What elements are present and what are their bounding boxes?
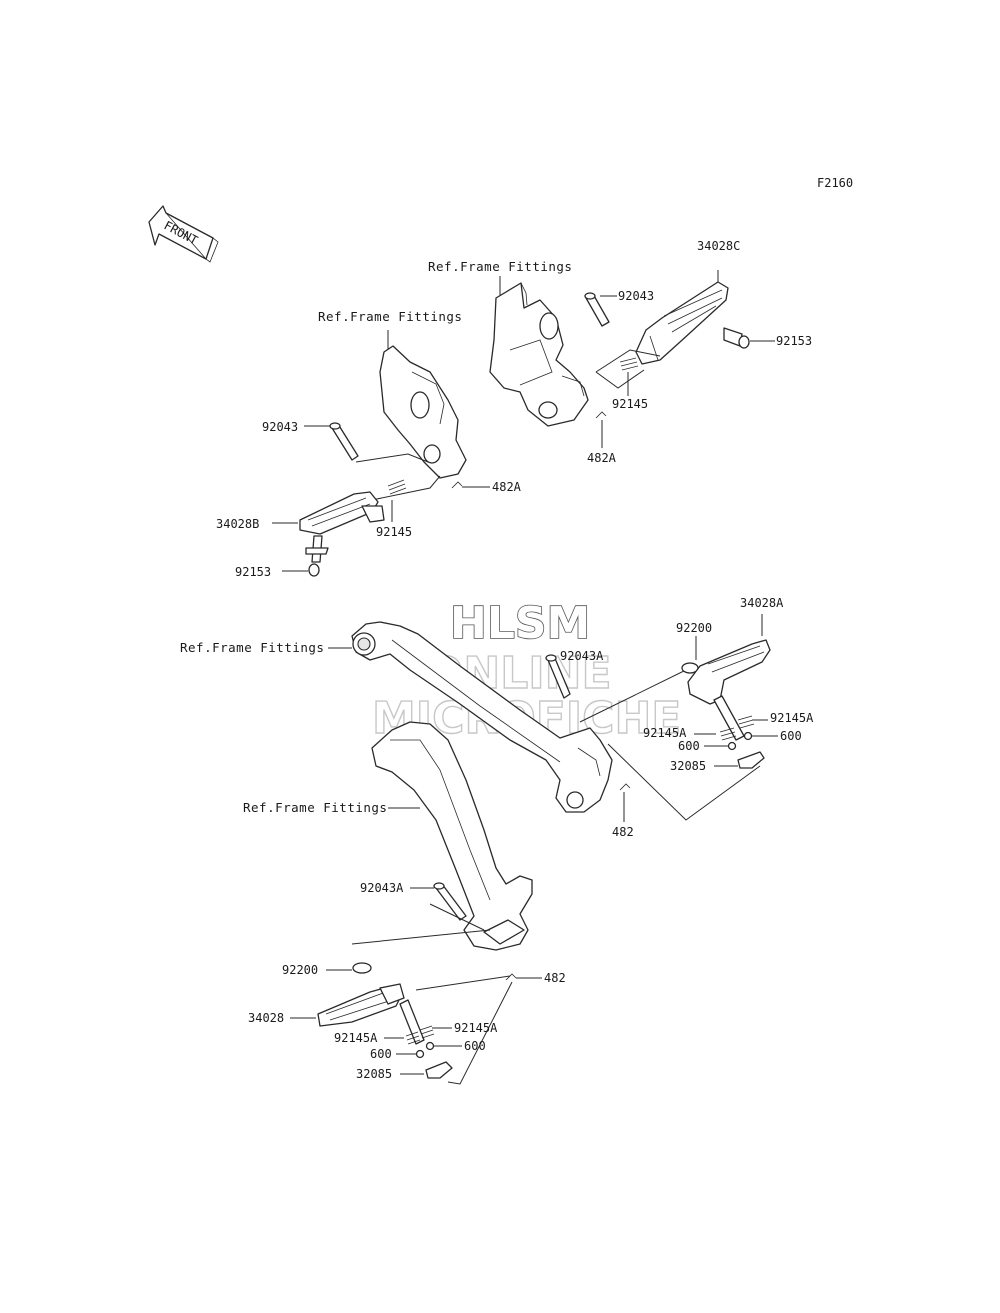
label-92145A-left-b: 92145A [334, 1031, 378, 1045]
upper-right-footpeg-34028C [635, 281, 729, 365]
label-92153-upper-right: 92153 [776, 334, 812, 348]
left-bolt-32085 [425, 1061, 453, 1079]
label-34028: 34028 [248, 1011, 284, 1025]
left-footpeg-34028 [317, 983, 425, 1045]
label-92043A-right: 92043A [560, 649, 604, 663]
right-footpeg-34028A [687, 639, 771, 741]
upper-right-clip-482A [595, 411, 607, 419]
right-spring-92145A-b [719, 727, 737, 741]
left-spring-92145A-a [419, 1025, 435, 1039]
label-92145A-right-b: 92145A [643, 726, 687, 740]
figure-code: F2160 [817, 176, 853, 190]
left-ball-600-b [415, 1049, 425, 1059]
left-clip-482 [505, 973, 517, 981]
svg-text:HLSM: HLSM [450, 598, 590, 649]
label-ref-frame-fittings-middle: Ref.Frame Fittings [180, 640, 324, 655]
label-92145-upper-left: 92145 [376, 525, 412, 539]
label-92200-left: 92200 [282, 963, 318, 977]
label-92043-upper-right: 92043 [618, 289, 654, 303]
label-482A-upper-left: 482A [492, 480, 522, 494]
rear-bracket-lower-arm [371, 721, 533, 951]
upper-left-footpeg-34028B [299, 491, 385, 535]
label-600-left-a: 600 [464, 1039, 486, 1053]
left-pin-92043A [433, 882, 467, 921]
upper-right-bracket [489, 282, 589, 427]
right-pin-92043A [545, 654, 571, 699]
left-spring-92145A-b [405, 1031, 421, 1045]
label-92043A-left: 92043A [360, 881, 404, 895]
label-482-left: 482 [544, 971, 566, 985]
upper-left-bracket [379, 345, 467, 479]
right-ball-600-a [743, 731, 753, 741]
right-bolt-32085 [737, 751, 765, 769]
label-482A-upper-right: 482A [587, 451, 617, 465]
label-92153-upper-left: 92153 [235, 565, 271, 579]
label-600-right-a: 600 [780, 729, 802, 743]
label-32085-left: 32085 [356, 1067, 392, 1081]
label-34028A: 34028A [740, 596, 784, 610]
label-92145A-left-a: 92145A [454, 1021, 498, 1035]
right-spring-92145A-a [737, 715, 755, 729]
label-32085-right: 32085 [670, 759, 706, 773]
label-92200-right: 92200 [676, 621, 712, 635]
label-ref-frame-fittings-upper-left: Ref.Frame Fittings [318, 309, 462, 324]
label-ref-frame-fittings-upper-right: Ref.Frame Fittings [428, 259, 572, 274]
label-600-right-b: 600 [678, 739, 700, 753]
upper-left-pin-92153 [305, 535, 329, 577]
upper-left-pin-92043 [329, 422, 359, 461]
upper-right-pin-92153 [723, 327, 750, 349]
label-ref-frame-fittings-lower: Ref.Frame Fittings [243, 800, 387, 815]
label-92145A-right-a: 92145A [770, 711, 814, 725]
label-34028C: 34028C [697, 239, 740, 253]
label-482-right: 482 [612, 825, 634, 839]
upper-right-pin-92043 [584, 292, 610, 327]
upper-right-spring-92145 [619, 357, 639, 371]
label-92145-upper-right: 92145 [612, 397, 648, 411]
front-arrow-icon: FRONT [148, 205, 219, 263]
right-clip-482 [619, 783, 631, 791]
left-washer-92200 [352, 962, 372, 974]
label-600-left-b: 600 [370, 1047, 392, 1061]
rear-bracket-arm [351, 621, 613, 813]
upper-left-spring-92145 [387, 479, 407, 495]
right-ball-600-b [727, 741, 737, 751]
left-ball-600-a [425, 1041, 435, 1051]
label-34028B: 34028B [216, 517, 259, 531]
label-92043-upper-left: 92043 [262, 420, 298, 434]
upper-left-clip-482A [451, 481, 463, 489]
